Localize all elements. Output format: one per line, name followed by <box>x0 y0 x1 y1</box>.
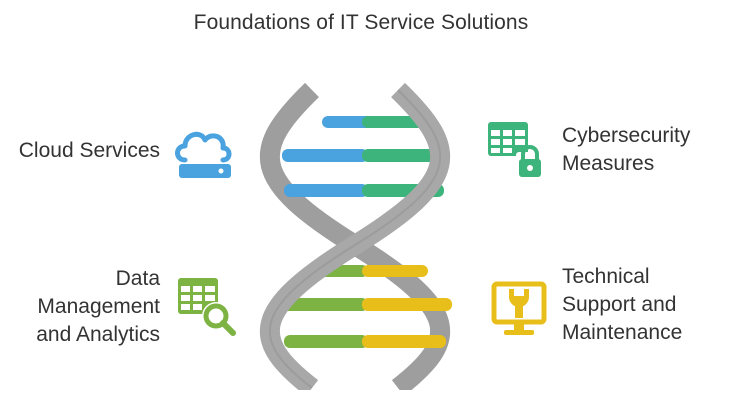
cybersecurity-label: Cybersecurity Measures <box>562 122 742 178</box>
technical-support-label: Technical Support and Maintenance <box>562 263 742 347</box>
helix-rung <box>362 335 446 348</box>
data-management-label-line: and Analytics <box>36 323 160 346</box>
cloud-services-label: Cloud Services <box>0 137 160 165</box>
data-management-label-line: Data <box>115 267 160 290</box>
monitor-wrench-icon <box>491 281 547 335</box>
helix-rung <box>322 116 374 128</box>
double-helix <box>259 82 452 390</box>
helix-rung <box>284 184 368 197</box>
helix-rung <box>282 149 368 162</box>
helix-rung <box>362 149 450 162</box>
helix-rung <box>362 298 452 311</box>
cloud-services-label-line: Cloud Services <box>18 139 160 162</box>
technical-support-label-line: Support and <box>562 293 677 316</box>
technical-support-label-line: Maintenance <box>562 321 683 344</box>
cloud-server-icon <box>175 131 232 178</box>
technical-support-label-line: Technical <box>562 265 650 288</box>
data-management-label-line: Management <box>37 295 160 318</box>
data-management-label: Data Management and Analytics <box>0 265 160 349</box>
helix-rung <box>278 298 368 311</box>
spreadsheet-search-icon <box>178 278 236 336</box>
diagram-title: Foundations of IT Service Solutions <box>193 11 529 34</box>
cybersecurity-label-line: Measures <box>562 152 655 175</box>
spreadsheet-lock-icon <box>488 122 544 178</box>
helix-rung <box>284 335 368 348</box>
helix-rung <box>362 265 428 277</box>
cybersecurity-label-line: Cybersecurity <box>562 124 691 147</box>
